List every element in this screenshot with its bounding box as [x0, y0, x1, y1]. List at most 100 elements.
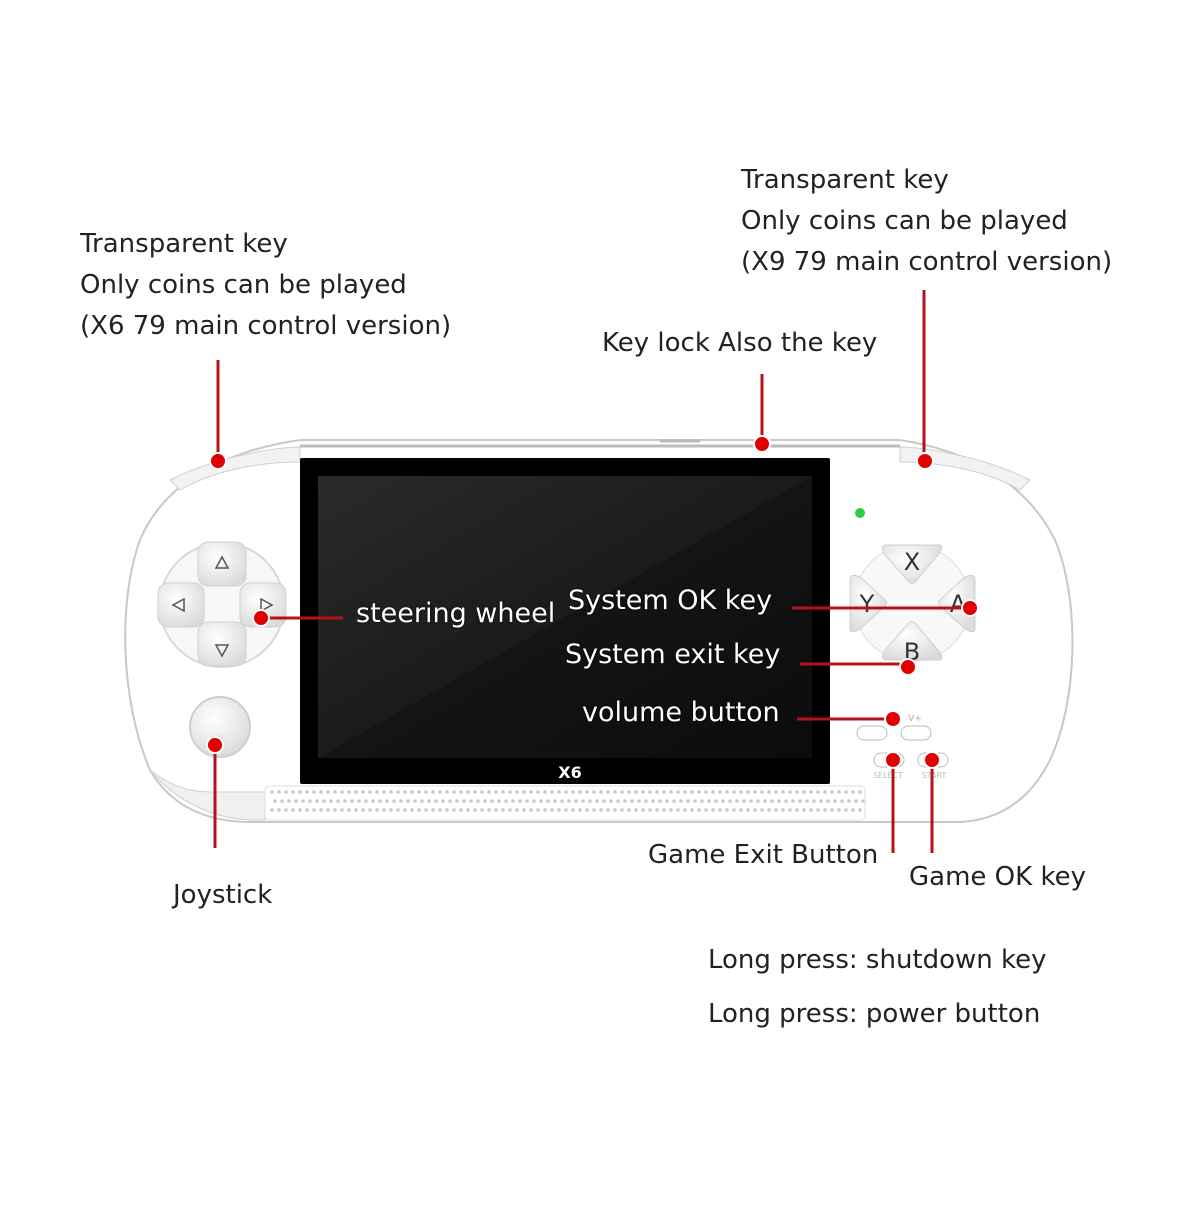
speaker-hole [655, 790, 659, 794]
callout-dot-system-exit [899, 658, 917, 676]
speaker-hole [662, 790, 666, 794]
speaker-hole [844, 808, 848, 812]
speaker-hole [497, 799, 501, 803]
speaker-hole [774, 808, 778, 812]
speaker-hole [651, 799, 655, 803]
speaker-hole [732, 790, 736, 794]
speaker-hole [291, 790, 295, 794]
speaker-hole [805, 799, 809, 803]
speaker-hole [287, 799, 291, 803]
speaker-hole [581, 799, 585, 803]
callout-dots [206, 435, 979, 769]
dpad-right-button[interactable] [239, 582, 287, 628]
dpad-down-button[interactable] [197, 621, 247, 667]
speaker-hole [613, 790, 617, 794]
speaker-hole [350, 799, 354, 803]
speaker-hole [410, 790, 414, 794]
volume-down-button[interactable] [856, 725, 888, 741]
speaker-hole [767, 808, 771, 812]
speaker-hole [585, 790, 589, 794]
y-button[interactable] [849, 574, 887, 633]
speaker-hole [781, 790, 785, 794]
speaker-hole [648, 790, 652, 794]
speaker-hole [735, 799, 739, 803]
speaker-hole [490, 799, 494, 803]
label-right-transparent-key: Transparent key Only coins can be played… [741, 160, 1112, 283]
speaker-hole [823, 790, 827, 794]
start-label: START [922, 771, 947, 780]
speaker-hole [326, 790, 330, 794]
speaker-hole [753, 790, 757, 794]
speaker-hole [564, 808, 568, 812]
speaker-hole [739, 790, 743, 794]
speaker-hole [795, 790, 799, 794]
label-steering-wheel: steering wheel [356, 598, 556, 629]
speaker-hole [739, 808, 743, 812]
speaker-hole [620, 808, 624, 812]
speaker-hole [417, 790, 421, 794]
dpad-up-button[interactable] [197, 541, 247, 587]
speaker-hole [641, 790, 645, 794]
volume-up-button[interactable] [900, 725, 932, 741]
speaker-hole [473, 808, 477, 812]
left-key-line3: (X6 79 main control version) [80, 311, 452, 341]
down-arrow-icon [214, 644, 230, 658]
speaker-hole [543, 808, 547, 812]
speaker-hole [340, 808, 344, 812]
speaker-hole [648, 808, 652, 812]
speaker-hole [277, 808, 281, 812]
speaker-hole [634, 790, 638, 794]
speaker-hole [392, 799, 396, 803]
b-button[interactable] [882, 621, 943, 661]
speaker-hole [585, 808, 589, 812]
speaker-hole [781, 808, 785, 812]
speaker-hole [452, 790, 456, 794]
speaker-hole [571, 808, 575, 812]
speaker-hole [714, 799, 718, 803]
x-label: X [904, 548, 920, 576]
label-system-exit: System exit key [565, 639, 781, 670]
speaker-hole [340, 790, 344, 794]
face-buttons[interactable]: X B Y A [849, 544, 976, 666]
model-logo: X6 [558, 763, 581, 782]
speaker-hole [424, 808, 428, 812]
speaker-hole [753, 808, 757, 812]
d-pad[interactable] [157, 541, 287, 668]
speaker-hole [308, 799, 312, 803]
speaker-hole [676, 808, 680, 812]
speaker-hole [371, 799, 375, 803]
speaker-hole [837, 808, 841, 812]
speaker-hole [578, 790, 582, 794]
speaker-hole [522, 808, 526, 812]
speaker-hole [854, 799, 858, 803]
speaker-hole [592, 808, 596, 812]
speaker-hole [294, 799, 298, 803]
callout-dot-key-lock [753, 435, 771, 453]
speaker-hole [326, 808, 330, 812]
speaker-hole [322, 799, 326, 803]
speaker-hole [382, 808, 386, 812]
speaker-hole [280, 799, 284, 803]
speaker-hole [441, 799, 445, 803]
speaker-hole [795, 808, 799, 812]
screen: X6 [300, 458, 830, 784]
speaker-hole [721, 799, 725, 803]
speaker-hole [347, 790, 351, 794]
speaker-hole [347, 808, 351, 812]
dpad-left-button[interactable] [157, 582, 205, 628]
speaker-hole [270, 808, 274, 812]
speaker-hole [725, 808, 729, 812]
right-arrow-icon [260, 597, 274, 613]
speaker-hole [550, 790, 554, 794]
speaker-hole [616, 799, 620, 803]
speaker-hole [767, 790, 771, 794]
speaker-hole [774, 790, 778, 794]
speaker-hole [434, 799, 438, 803]
speaker-hole [445, 790, 449, 794]
speaker-hole [788, 808, 792, 812]
speaker-hole [683, 790, 687, 794]
x-button[interactable] [882, 544, 943, 584]
speaker-hole [385, 799, 389, 803]
a-button[interactable] [938, 574, 976, 633]
